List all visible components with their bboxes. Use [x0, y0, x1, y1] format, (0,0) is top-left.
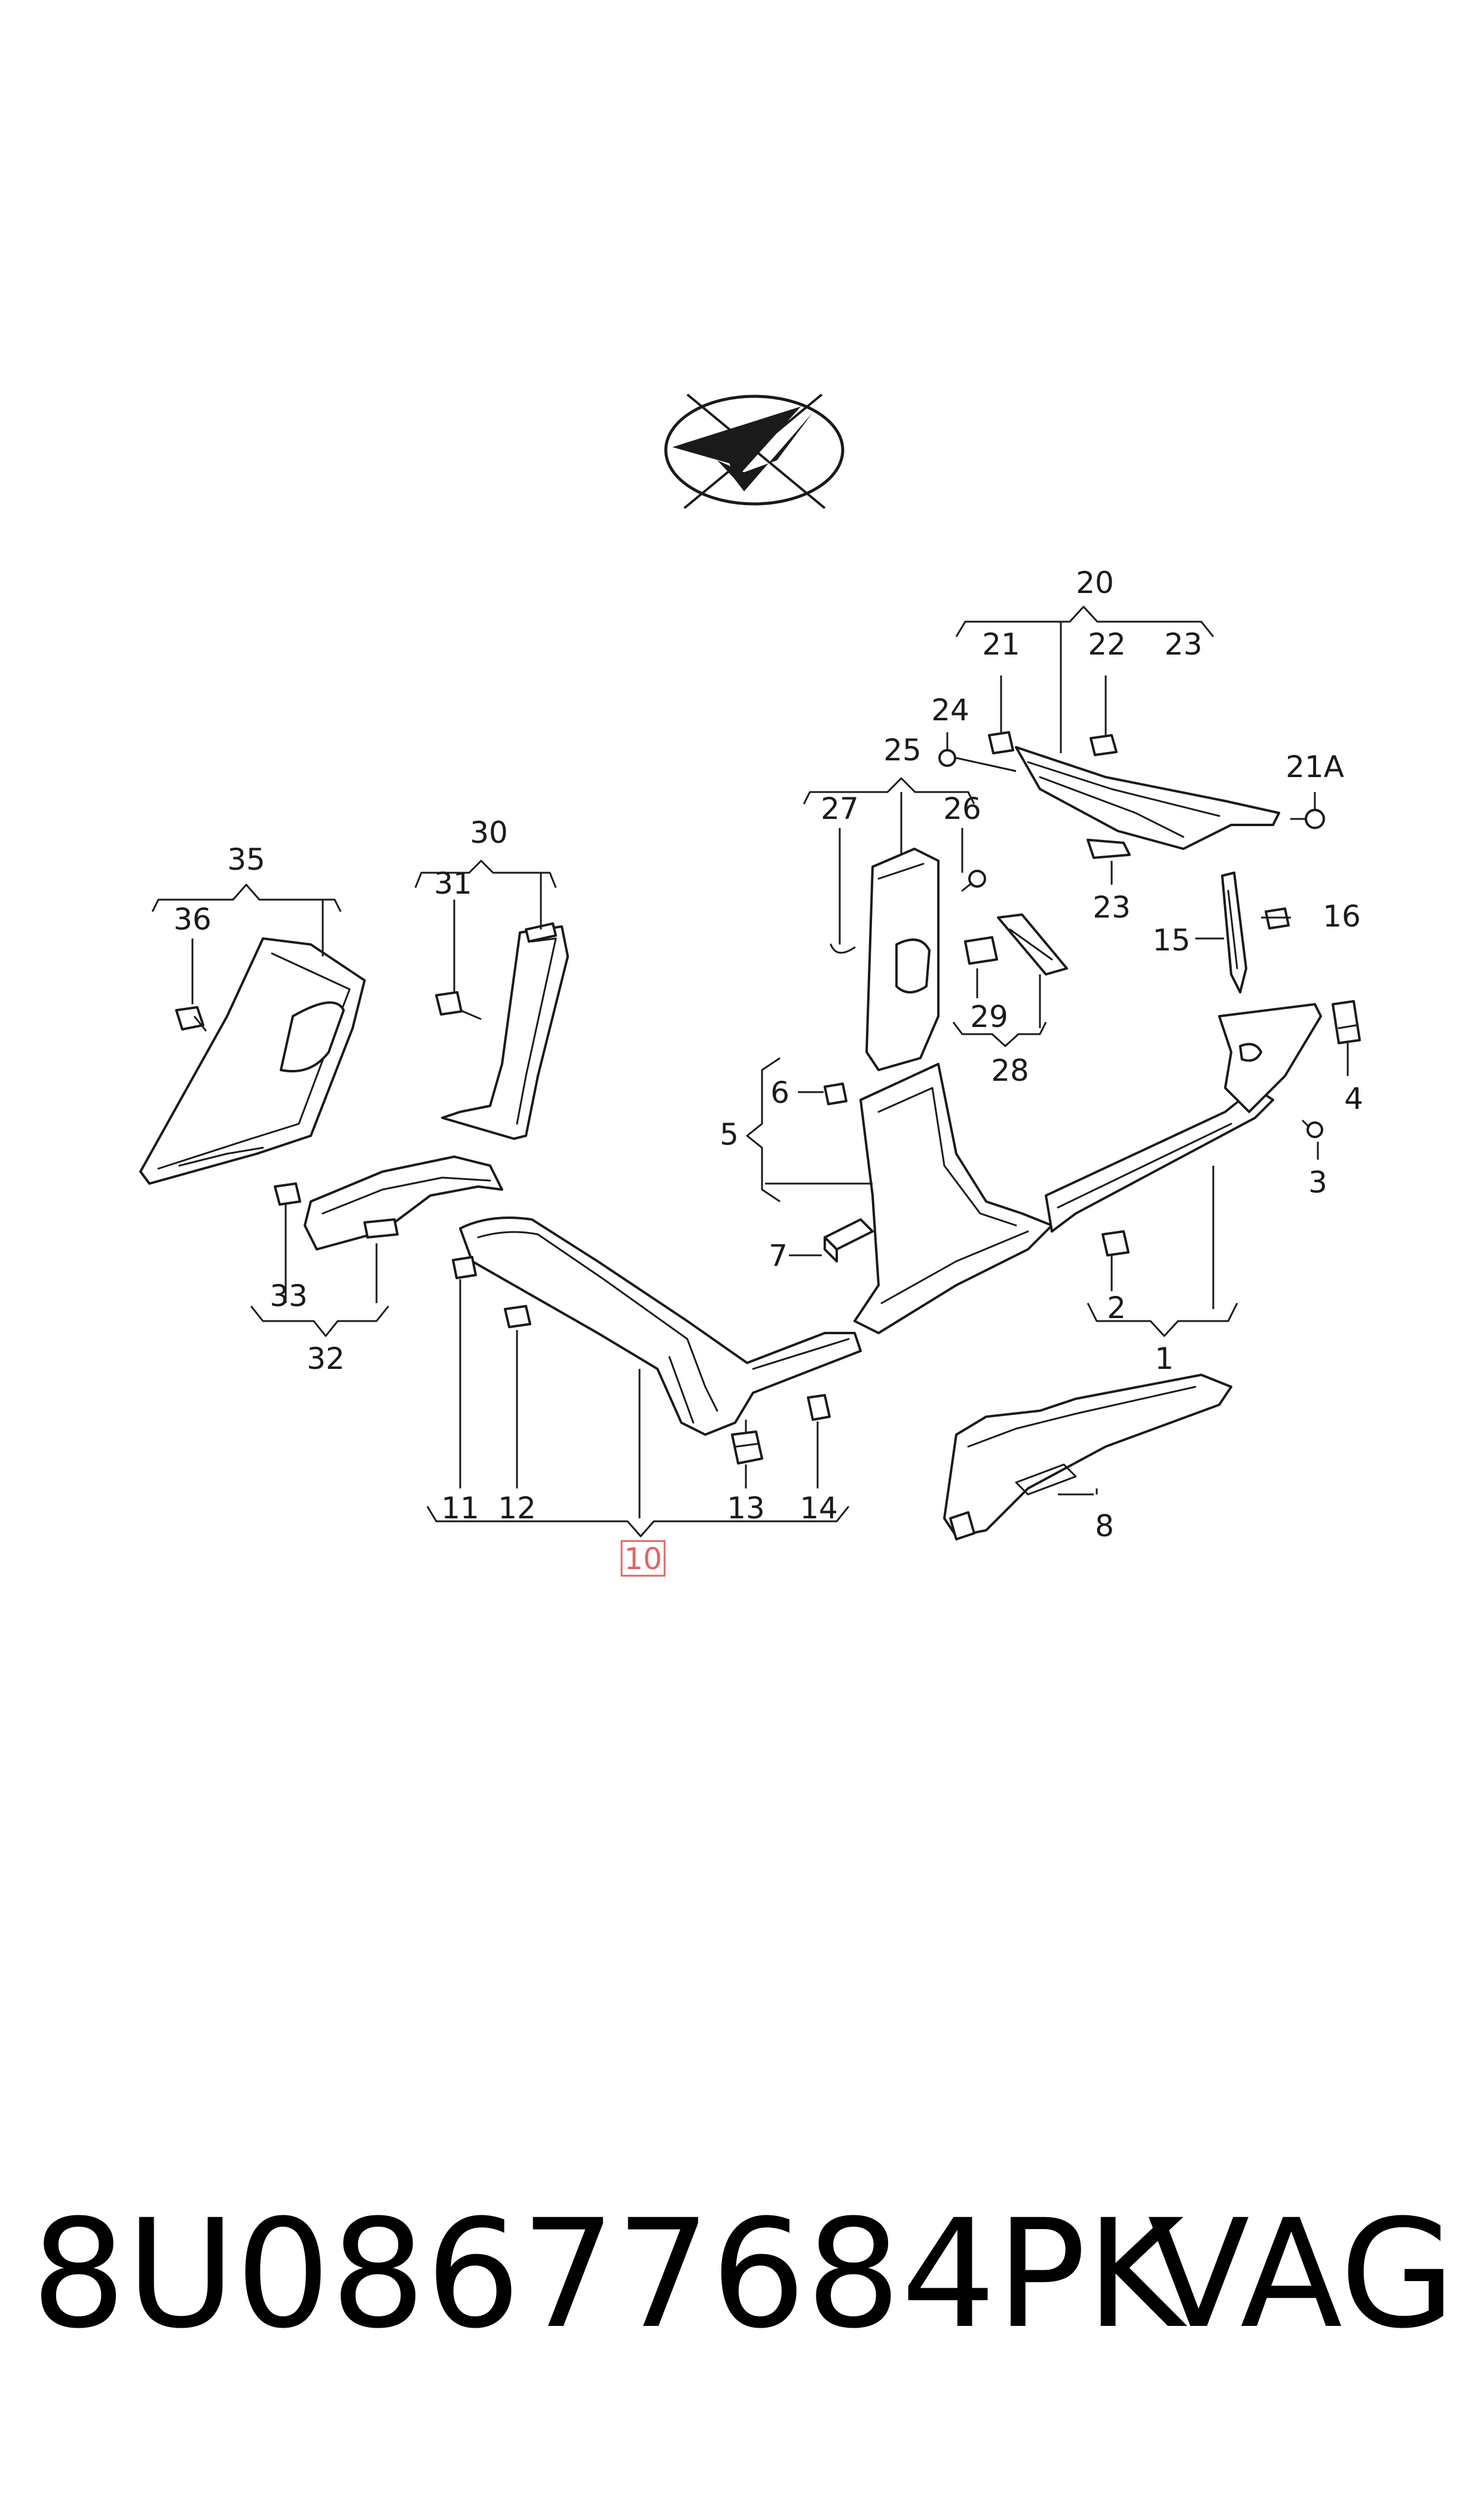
callout-4[interactable]: 4: [1344, 1081, 1363, 1116]
part-33-clip: [274, 1182, 301, 1206]
callout-13[interactable]: 13: [727, 1491, 765, 1526]
part-10-footwell-trim: [459, 1216, 862, 1436]
part-29-clip: [964, 936, 998, 965]
callout-22[interactable]: 22: [1088, 627, 1126, 662]
callout-27[interactable]: 27: [821, 791, 859, 826]
part-12-clip: [504, 1305, 531, 1328]
leader-lines: [191, 675, 1349, 1518]
callout-11[interactable]: 11: [441, 1491, 479, 1526]
part-31-clip: [435, 991, 463, 1016]
callout-12[interactable]: 12: [498, 1491, 536, 1526]
callout-10[interactable]: 10: [624, 1542, 662, 1576]
part-25-pillar-upper: [865, 848, 940, 1071]
callout-36[interactable]: 36: [173, 902, 212, 937]
callout-21[interactable]: 21: [982, 627, 1020, 662]
callout-3[interactable]: 3: [1308, 1165, 1327, 1200]
callout-6[interactable]: 6: [770, 1075, 790, 1110]
callout-1[interactable]: 1: [1155, 1341, 1174, 1376]
part-27-clip: [830, 943, 856, 954]
part-13-clip: [731, 1430, 763, 1465]
part-14-clip: [807, 1394, 831, 1421]
callout-24[interactable]: 24: [931, 693, 969, 727]
part-21-clip: [988, 731, 1014, 754]
callout-7[interactable]: 7: [769, 1239, 788, 1273]
part-2-clip: [1101, 1230, 1130, 1257]
part-20-roof-trim: [1015, 746, 1280, 850]
callout-25[interactable]: 25: [883, 733, 922, 768]
part-30-pillar-trim: [441, 922, 569, 1140]
part-21a-screw: [1290, 809, 1325, 829]
part-23-airbag-label: [1087, 839, 1131, 859]
part-35-rear-trim: [139, 937, 366, 1185]
part-3-screw: [1302, 1120, 1323, 1138]
part-36-clip: [175, 1006, 204, 1031]
callout-14[interactable]: 14: [800, 1491, 838, 1526]
callout-35[interactable]: 35: [227, 842, 265, 877]
callout-23-lower[interactable]: 23: [1093, 890, 1131, 925]
part-5-pillar-lower: [853, 1063, 1053, 1334]
part-number: 8U08677684PK: [31, 2187, 1185, 2361]
callout-29[interactable]: 29: [970, 999, 1008, 1034]
callout-30[interactable]: 30: [470, 815, 508, 850]
part-32-trim: [304, 1155, 503, 1251]
callout-21a[interactable]: 21A: [1286, 750, 1344, 784]
callout-5[interactable]: 5: [720, 1117, 739, 1152]
highlight-box-10: [620, 1540, 666, 1577]
part-1-sill-trim: [1045, 1003, 1322, 1233]
part-28-bracket: [997, 913, 1068, 976]
part-15-pillar-trim: [1221, 872, 1247, 993]
callout-32[interactable]: 32: [307, 1341, 345, 1376]
part-7-foam-pad: [824, 1218, 874, 1262]
part-24-screw: [938, 749, 956, 767]
callout-20[interactable]: 20: [1076, 565, 1114, 600]
part-6-clip: [824, 1083, 847, 1105]
callout-16[interactable]: 16: [1323, 899, 1361, 934]
callout-31[interactable]: 31: [434, 866, 472, 901]
callout-26[interactable]: 26: [943, 791, 981, 826]
part-8-sill-trim: [943, 1374, 1232, 1540]
callout-33[interactable]: 33: [270, 1279, 308, 1313]
callout-28[interactable]: 28: [991, 1053, 1029, 1088]
grouping-braces: [151, 606, 1238, 1537]
brand-name: VAG: [1148, 2187, 1456, 2361]
part-22-clip: [1090, 734, 1118, 756]
callout-15[interactable]: 15: [1152, 923, 1191, 958]
part-4-clip: [1332, 1000, 1361, 1044]
orientation-logo: [664, 393, 844, 509]
part-26-screw: [961, 870, 986, 892]
part-11-clip: [452, 1256, 477, 1279]
callout-2[interactable]: 2: [1107, 1291, 1126, 1325]
callout-8[interactable]: 8: [1095, 1509, 1114, 1543]
callout-labels: 35 36 30 31 33 32 11 12 10 13 14 7 5 6 2…: [173, 565, 1363, 1576]
callout-23-upper[interactable]: 23: [1164, 627, 1203, 662]
